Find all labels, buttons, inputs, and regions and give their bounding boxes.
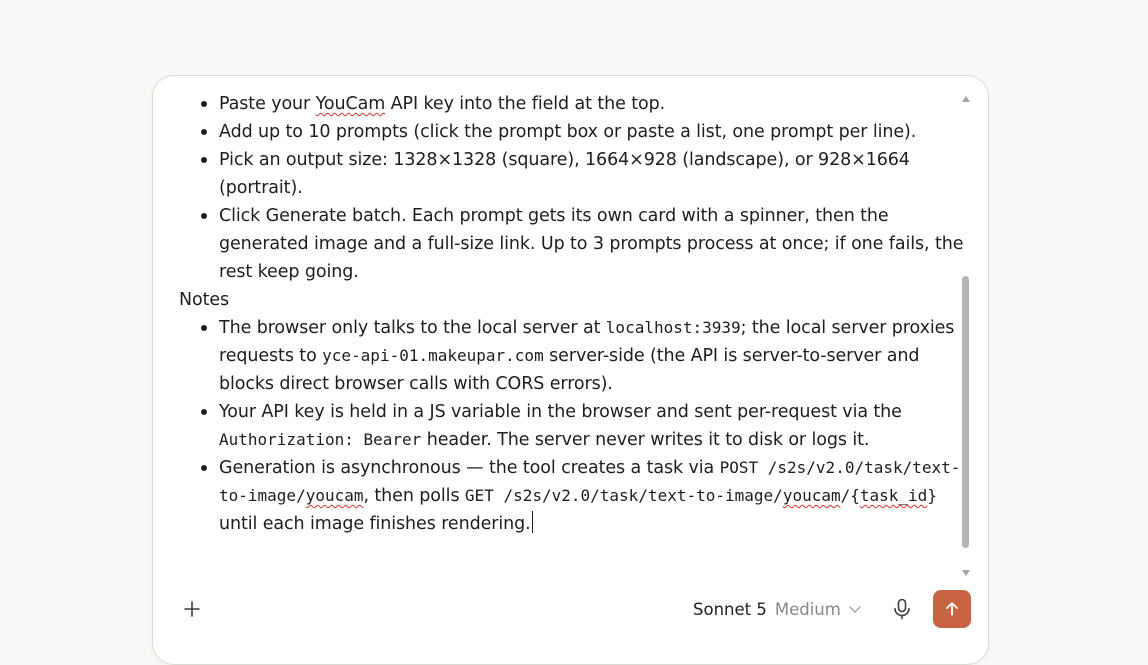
list-item: Pick an output size: 1328×1328 (square),… [201, 146, 969, 202]
inline-code: } [927, 486, 937, 505]
list-item: The browser only talks to the local serv… [201, 314, 969, 398]
model-effort: Medium [774, 599, 841, 619]
voice-input-button[interactable] [887, 594, 917, 624]
list-item: Click Generate batch. Each prompt gets i… [201, 202, 969, 286]
text-run: until each image finishes rendering. [219, 514, 531, 534]
microphone-icon [894, 598, 910, 620]
scrollbar-thumb[interactable] [962, 276, 969, 548]
inline-code: yce-api-01.makeupar.com [322, 346, 544, 365]
model-selector[interactable]: Sonnet 5 Medium [693, 596, 861, 622]
list-item: Generation is asynchronous — the tool cr… [201, 454, 969, 538]
list-item: Paste your YouCam API key into the field… [201, 90, 969, 118]
composer-toolbar: Sonnet 5 Medium [153, 586, 988, 630]
arrow-up-icon [946, 602, 958, 616]
inline-code: /{ [840, 486, 860, 505]
text-run: server-side (the API is server-to-server… [219, 346, 920, 394]
prompt-text[interactable]: Paste your YouCam API key into the field… [179, 90, 969, 538]
inline-code: localhost:3939 [605, 318, 741, 337]
inline-code: GET /s2s/v2.0/task/text-to-image/ [464, 486, 783, 505]
vertical-scrollbar[interactable] [960, 96, 972, 576]
text-run: header. The server never writes it to di… [421, 430, 870, 450]
notes-heading: Notes [179, 290, 230, 310]
text-run: Pick an output size: 1328×1328 (square),… [219, 150, 910, 198]
text-run: Click Generate batch. Each prompt gets i… [219, 206, 964, 282]
text-run: Add up to 10 prompts (click the prompt b… [219, 122, 917, 142]
text-run: The browser only talks to the local serv… [219, 318, 606, 338]
misspelled-word[interactable]: youcam [782, 486, 841, 505]
add-attachment-button[interactable] [175, 592, 209, 626]
notes-list: The browser only talks to the local serv… [179, 314, 969, 538]
text-run: ; the local server proxies requests to [219, 318, 955, 366]
steps-list: Paste your YouCam API key into the field… [179, 90, 969, 286]
chevron-down-icon [849, 601, 861, 613]
model-name: Sonnet 5 [693, 599, 767, 619]
scroll-up-arrow-icon[interactable] [962, 96, 970, 102]
text-run: API key into the field at the top. [385, 94, 666, 114]
misspelled-word[interactable]: YouCam [315, 94, 386, 114]
text-caret [531, 511, 534, 533]
scroll-down-arrow-icon[interactable] [962, 570, 970, 576]
text-run: Generation is asynchronous — the tool cr… [219, 458, 720, 478]
text-run: Your API key is held in a JS variable in… [219, 402, 902, 422]
send-button[interactable] [933, 590, 971, 628]
inline-code: Authorization: Bearer [219, 430, 422, 449]
misspelled-word[interactable]: task_id [859, 486, 928, 505]
message-composer: Paste your YouCam API key into the field… [152, 75, 989, 665]
prompt-textarea[interactable]: Paste your YouCam API key into the field… [153, 76, 973, 576]
text-run: Paste your [219, 94, 316, 114]
plus-icon [184, 601, 200, 617]
list-item: Add up to 10 prompts (click the prompt b… [201, 118, 969, 146]
inline-code: POST /s2s/v2.0/task/text-to-image/ [219, 458, 961, 505]
misspelled-word[interactable]: youcam [305, 486, 364, 505]
list-item: Your API key is held in a JS variable in… [201, 398, 969, 454]
text-run: , then polls [363, 486, 465, 506]
